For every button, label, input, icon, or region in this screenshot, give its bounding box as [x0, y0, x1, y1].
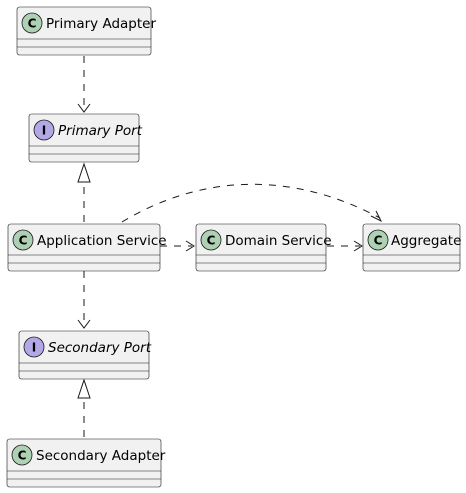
class-application-service: C Application Service — [7, 223, 167, 272]
edge-domain-service-to-aggregate — [327, 240, 363, 252]
stereotype-letter: I — [32, 341, 36, 355]
interface-name: Secondary Port — [48, 340, 152, 356]
stereotype-letter: C — [374, 234, 383, 248]
class-name: Primary Adapter — [46, 16, 156, 32]
interface-secondary-port: I Secondary Port — [18, 330, 152, 380]
class-secondary-adapter: C Secondary Adapter — [6, 438, 166, 488]
class-stereotype-icon — [11, 444, 33, 466]
edge-application-service-to-domain-service — [160, 240, 195, 252]
edge-primary-adapter-to-primary-port — [77, 56, 91, 113]
class-name: Aggregate — [391, 233, 461, 249]
relationships — [77, 56, 383, 437]
stereotype-letter: I — [42, 124, 46, 138]
edge-application-service-to-aggregate — [121, 183, 383, 223]
class-stereotype-icon — [12, 229, 34, 251]
interface-name: Primary Port — [58, 123, 143, 139]
edge-application-service-to-secondary-port — [77, 271, 91, 329]
edge-application-service-to-primary-port — [77, 162, 91, 222]
class-name: Secondary Adapter — [36, 448, 166, 464]
class-domain-service: C Domain Service — [195, 223, 332, 272]
class-name: Application Service — [37, 233, 167, 249]
class-stereotype-icon — [21, 12, 43, 34]
stereotype-letter: C — [28, 17, 37, 31]
interface-stereotype-icon — [23, 336, 45, 358]
interface-stereotype-icon — [33, 119, 55, 141]
stereotype-letter: C — [18, 449, 27, 463]
stereotype-letter: C — [19, 234, 28, 248]
interface-primary-port: I Primary Port — [28, 113, 143, 163]
class-name: Domain Service — [225, 233, 332, 249]
class-aggregate: C Aggregate — [362, 223, 461, 272]
class-stereotype-icon — [367, 229, 389, 251]
class-primary-adapter: C Primary Adapter — [16, 6, 156, 56]
edge-secondary-adapter-to-secondary-port — [77, 378, 91, 437]
stereotype-letter: C — [207, 234, 216, 248]
class-stereotype-icon — [200, 229, 222, 251]
